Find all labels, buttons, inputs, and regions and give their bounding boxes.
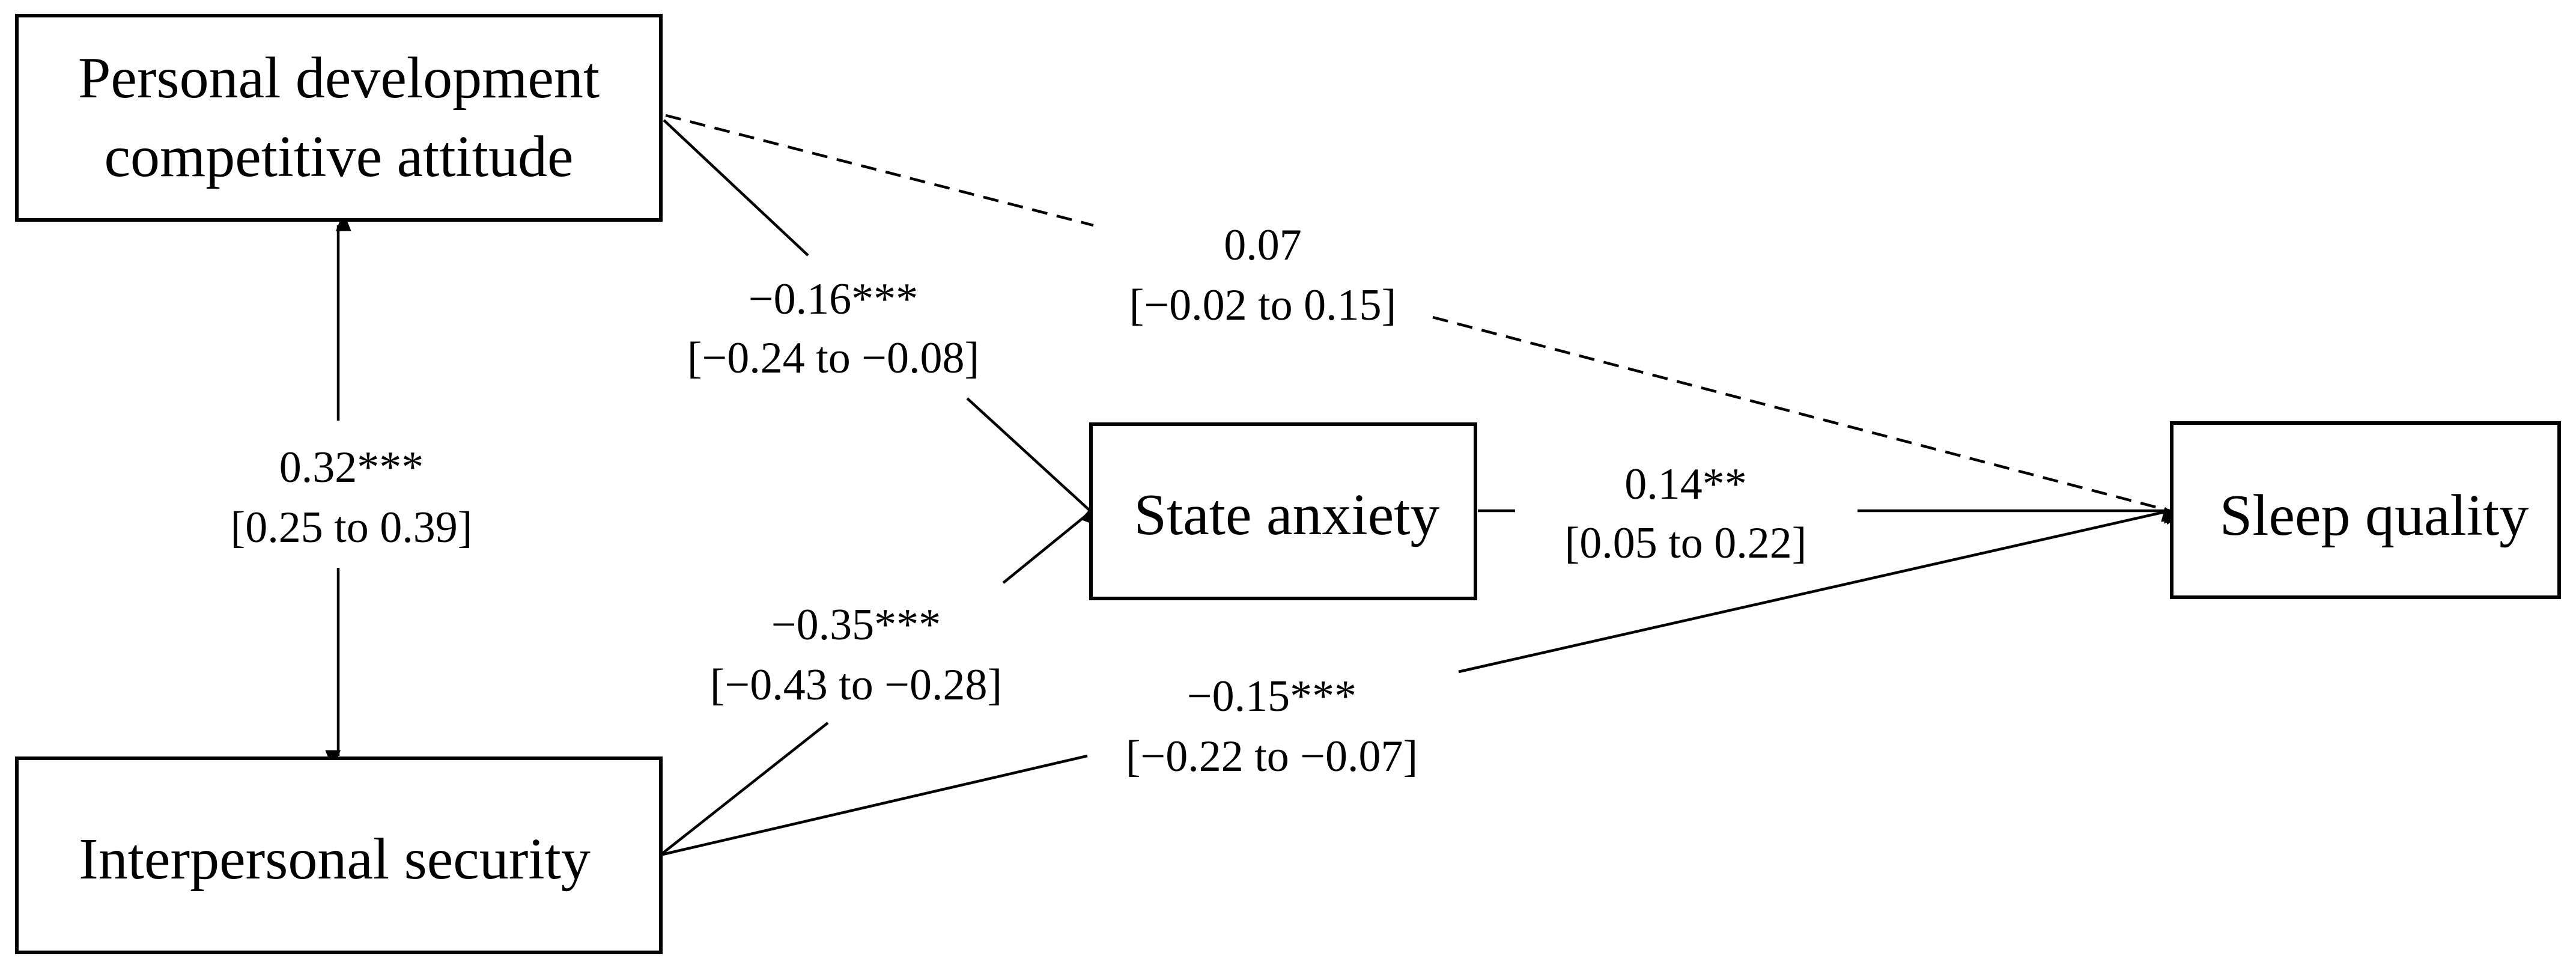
- node-pdca: Personal development competitive attitud…: [15, 14, 663, 222]
- edge-security-anxiety-lower: [661, 722, 829, 854]
- security-anxiety-coefficient: −0.35***: [771, 600, 941, 650]
- edge-security-anxiety-upper: [1002, 505, 1108, 584]
- anxiety-sleep-ci: [0.05 to 0.22]: [1565, 519, 1807, 568]
- label-pdca-anxiety: −0.16*** [−0.24 to −0.08]: [687, 275, 979, 383]
- edge-pdca-anxiety-lower: [966, 397, 1100, 527]
- edge-security-sleep-upper: [1458, 509, 2184, 674]
- pdca-security-ci: [0.25 to 0.39]: [231, 503, 473, 552]
- security-sleep-coefficient: −0.15***: [1187, 672, 1356, 721]
- pdca-anxiety-coefficient: −0.16***: [749, 275, 918, 324]
- interpersonal-security-label: Interpersonal security: [79, 827, 591, 892]
- label-security-sleep: −0.15*** [−0.22 to −0.07]: [1126, 672, 1418, 781]
- label-anxiety-sleep: 0.14** [0.05 to 0.22]: [1565, 460, 1807, 568]
- node-state-anxiety: State anxiety: [1089, 422, 1477, 600]
- node-sleep-quality: Sleep quality: [2170, 421, 2561, 599]
- pdca-label-line2: competitive attitude: [104, 124, 573, 189]
- label-security-anxiety: −0.35*** [−0.43 to −0.28]: [710, 600, 1002, 710]
- pdca-anxiety-ci: [−0.24 to −0.08]: [687, 333, 979, 383]
- anxiety-sleep-coefficient: 0.14**: [1624, 460, 1747, 509]
- edge-pdca-sleep-upper: [665, 114, 1094, 227]
- label-pdca-security: 0.32*** [0.25 to 0.39]: [231, 443, 473, 552]
- security-sleep-ci: [−0.22 to −0.07]: [1126, 732, 1418, 781]
- state-anxiety-label: State anxiety: [1134, 482, 1440, 547]
- sleep-quality-label: Sleep quality: [2220, 483, 2529, 548]
- node-interpersonal-security: Interpersonal security: [15, 756, 663, 954]
- edge-security-sleep-lower: [662, 754, 1088, 856]
- pdca-sleep-coefficient: 0.07: [1224, 221, 1302, 270]
- pdca-label-line1: Personal development: [78, 46, 600, 111]
- edge-pdca-sleep-lower: [1432, 315, 2182, 522]
- pdca-sleep-ci: [−0.02 to 0.15]: [1129, 281, 1397, 330]
- label-pdca-sleep: 0.07 [−0.02 to 0.15]: [1129, 221, 1397, 330]
- edge-pdca-anxiety-upper: [663, 119, 809, 257]
- security-anxiety-ci: [−0.43 to −0.28]: [710, 660, 1002, 710]
- pdca-security-coefficient: 0.32***: [279, 443, 424, 492]
